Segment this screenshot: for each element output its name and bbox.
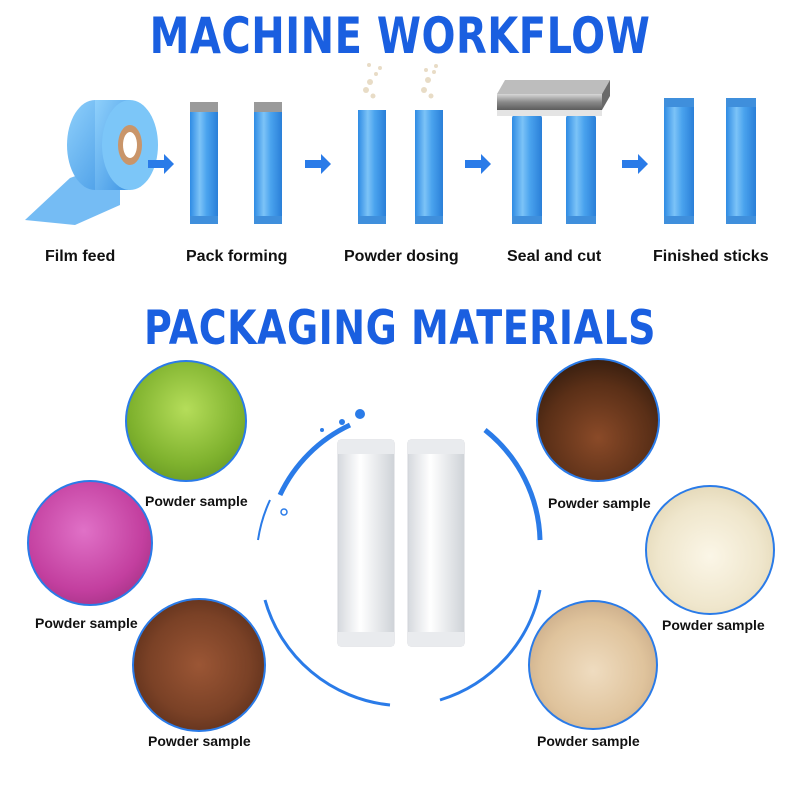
seal-cut-icon [497,80,610,224]
step-label-film-feed: Film feed [45,248,116,265]
arrow-icon [465,154,491,174]
stick-pack-icon [190,102,282,224]
arrow-icon [622,154,648,174]
sample-circle-cream [645,485,775,615]
arrow-icon [305,154,331,174]
step-label-pack-forming: Pack forming [186,248,288,265]
sample-circle-beige [528,600,658,730]
sample-label: Powder sample [662,617,765,633]
step-label-powder-dosing: Powder dosing [344,248,459,265]
sample-label: Powder sample [148,733,251,749]
sample-label: Powder sample [537,733,640,749]
sample-label: Powder sample [548,495,651,511]
step-label-finished-sticks: Finished sticks [653,248,769,265]
finished-sticks-icon [664,98,756,224]
workflow-illustration [25,63,756,225]
sample-circle-cocoa [132,598,266,732]
sample-circle-coffee [536,358,660,482]
sample-circle-green [125,360,247,482]
sample-circle-magenta [27,480,153,606]
central-ring-illustration [257,409,543,707]
materials-title: PACKAGING MATERIALS [143,300,657,355]
sample-label: Powder sample [145,493,248,509]
film-roll-icon [25,100,158,225]
sample-label: Powder sample [35,615,138,631]
powder-dosing-icon [358,63,443,224]
workflow-title: MACHINE WORKFLOW [149,8,651,66]
step-label-seal-cut: Seal and cut [507,248,602,265]
arrow-icon [148,154,174,174]
